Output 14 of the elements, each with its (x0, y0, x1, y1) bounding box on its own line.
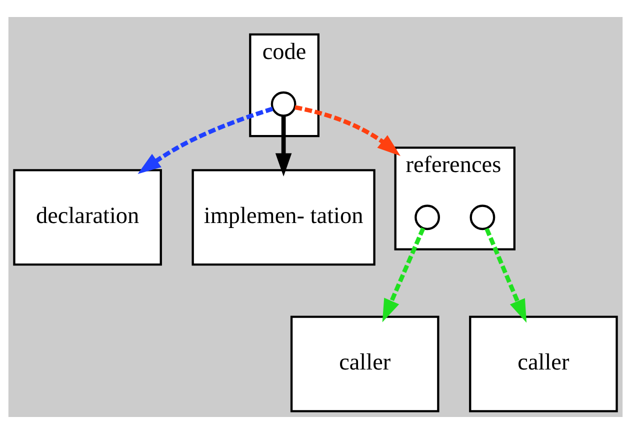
node-circle (414, 204, 440, 230)
arrow (294, 105, 400, 156)
node-box: caller (469, 316, 618, 412)
node-circle (470, 204, 496, 230)
node-box: implemen- tation (192, 169, 376, 266)
cluster: code (249, 33, 320, 138)
arrow (382, 227, 426, 322)
arrow (138, 106, 274, 174)
cluster: references (394, 146, 516, 250)
arrow (484, 228, 527, 323)
node-box: caller (290, 316, 440, 412)
node-circle (270, 91, 296, 117)
arrow (275, 116, 292, 176)
node-box: declaration (13, 169, 162, 266)
